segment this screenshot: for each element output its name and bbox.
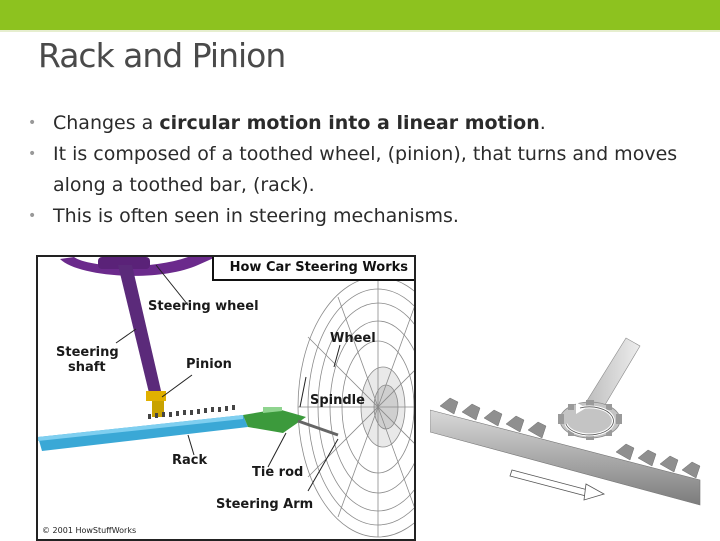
bullet-item: • It is composed of a toothed wheel, (pi… — [28, 139, 708, 201]
bullet-item: • This is often seen in steering mechani… — [28, 201, 708, 232]
steering-diagram: How Car Steering Works Steering wheel St… — [36, 255, 416, 541]
bullet-list: • Changes a circular motion into a linea… — [28, 108, 708, 232]
label-pinion: Pinion — [186, 357, 232, 372]
bullet-dot: • — [28, 208, 37, 224]
steering-shaft — [118, 265, 162, 397]
leader-lines — [115, 264, 341, 492]
label-rack: Rack — [172, 453, 208, 468]
rack-bar-teeth — [439, 397, 701, 479]
rack-teeth — [148, 405, 235, 419]
label-tie-rod: Tie rod — [252, 465, 304, 480]
bullet-text-bold: circular motion into a linear motion — [159, 112, 540, 134]
label-steering-shaft-2: shaft — [68, 360, 106, 375]
steering-wheel-hub — [98, 257, 150, 269]
bullet-text: It is composed of a toothed wheel, (pini… — [53, 143, 678, 196]
rotation-arrow-outline — [565, 406, 614, 436]
label-wheel: Wheel — [330, 331, 376, 346]
label-steering-wheel: Steering wheel — [148, 299, 259, 314]
bullet-dot: • — [28, 115, 37, 131]
bullet-text: This is often seen in steering mechanism… — [53, 205, 459, 227]
bullet-item: • Changes a circular motion into a linea… — [28, 108, 708, 139]
accent-divider — [0, 30, 720, 32]
rack-bar — [430, 409, 701, 506]
copyright-text: © 2001 HowStuffWorks — [42, 526, 137, 535]
steering-arm — [297, 419, 339, 437]
bullet-dot: • — [28, 146, 37, 162]
universal-joint — [146, 391, 166, 401]
linear-arrow-icon — [509, 469, 606, 501]
slide-title: Rack and Pinion — [38, 36, 286, 75]
wheel-wireframe — [297, 276, 414, 538]
steering-illustration — [38, 257, 414, 538]
diagram-header: How Car Steering Works — [211, 257, 414, 281]
label-spindle: Spindle — [310, 393, 365, 408]
tie-rod — [243, 409, 306, 433]
bullet-text-suffix: . — [539, 112, 546, 134]
label-steering-arm: Steering Arm — [216, 497, 314, 512]
label-steering-shaft-1: Steering — [56, 345, 119, 360]
rack-pinion-illustration — [430, 337, 701, 506]
bullet-text-prefix: Changes a — [53, 112, 160, 134]
accent-bar — [0, 0, 720, 30]
